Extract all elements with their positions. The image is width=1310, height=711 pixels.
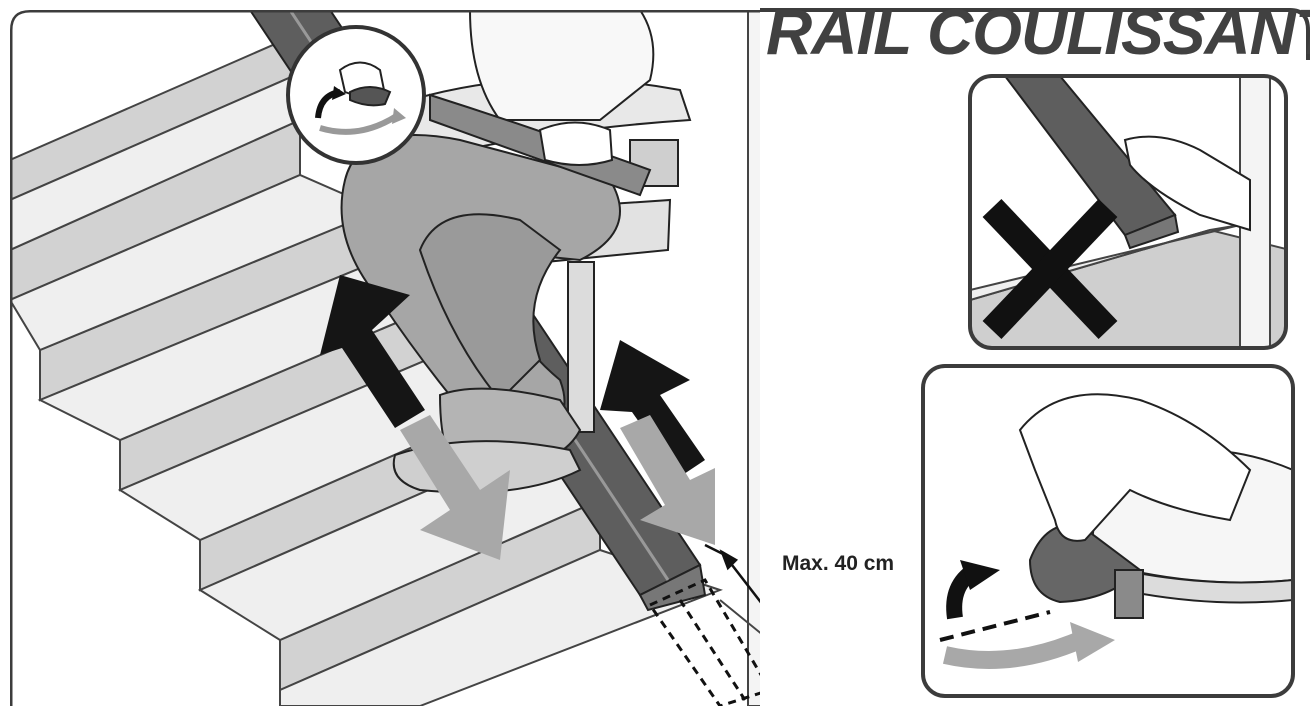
max-length-label: Max. 40 cm: [782, 552, 894, 576]
forbidden-panel: [970, 76, 1290, 348]
release-panel: [923, 366, 1293, 696]
main-scene: [0, 0, 850, 706]
hand: [540, 123, 612, 166]
zoom-inset: [288, 27, 424, 163]
page-title: RAIL COULISSANT: [766, 0, 1306, 72]
